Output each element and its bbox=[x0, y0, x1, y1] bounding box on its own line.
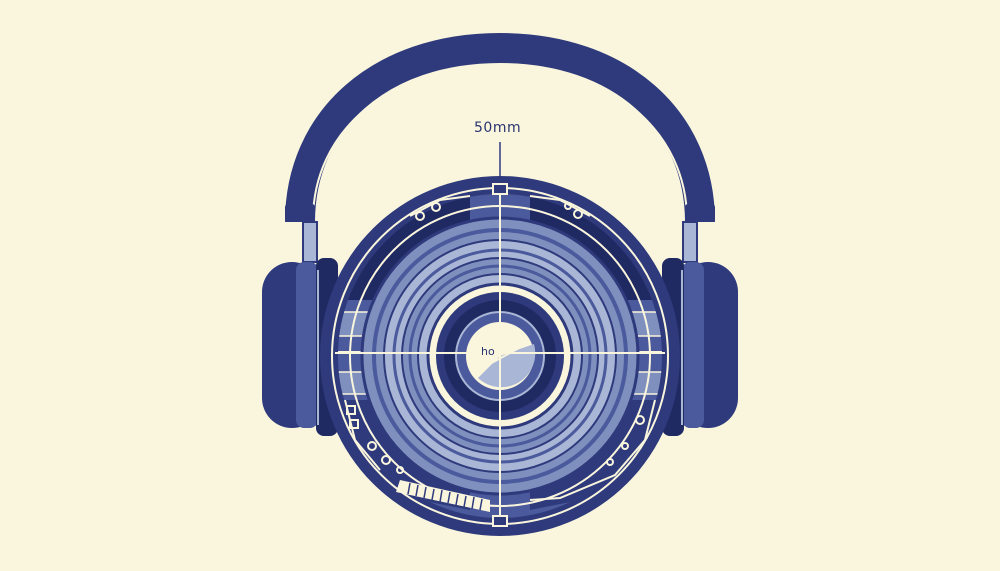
center-label: ho bbox=[481, 345, 495, 358]
grille-strip-icon bbox=[396, 480, 490, 512]
circuit-detail-icon bbox=[344, 195, 656, 501]
crosshair-icon bbox=[335, 183, 665, 527]
dimension-label: 50mm bbox=[474, 120, 522, 136]
